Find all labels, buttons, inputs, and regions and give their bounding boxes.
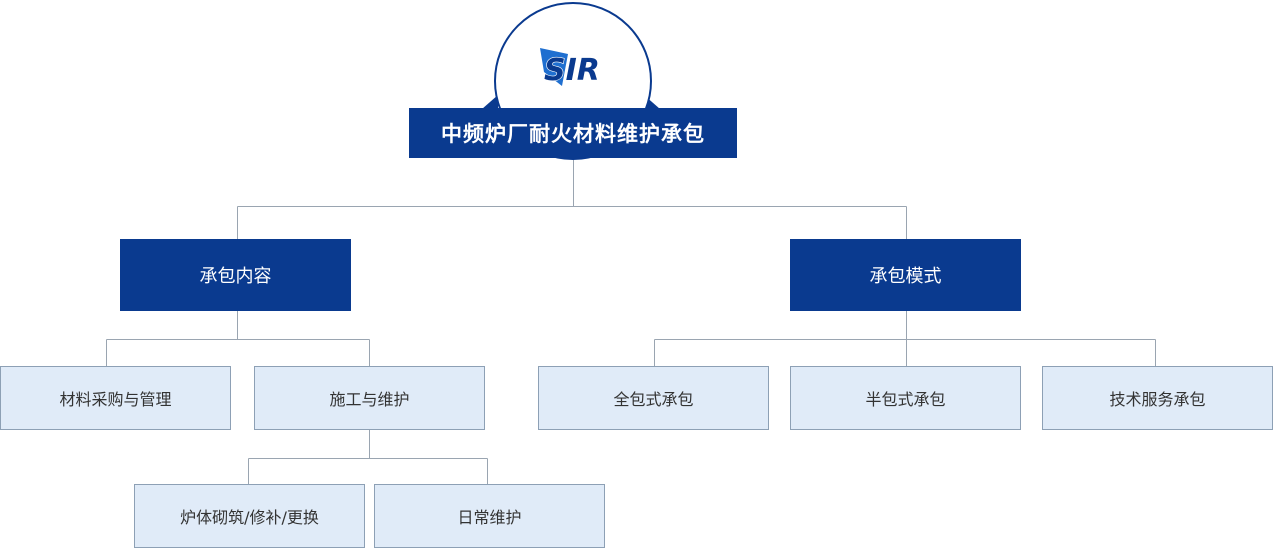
logo-mark-icon: [540, 48, 568, 86]
node-label: 半包式承包: [865, 390, 946, 409]
node-label: 全包式承包: [613, 390, 694, 409]
connector-construction: [248, 430, 488, 484]
connector-content: [106, 311, 370, 366]
root-label: 中频炉厂耐火材料维护承包: [441, 122, 705, 146]
root-node: 中频炉厂耐火材料维护承包: [409, 108, 737, 158]
node-label: 施工与维护: [329, 390, 410, 409]
node-label: 日常维护: [457, 508, 522, 527]
node-half-contract: 半包式承包: [790, 366, 1021, 430]
sir-logo: SIR: [540, 48, 600, 89]
connector-mode: [654, 311, 1156, 366]
node-furnace-masonry: 炉体砌筑/修补/更换: [134, 484, 365, 548]
branch-mode: 承包模式: [790, 239, 1021, 311]
branch-mode-label: 承包模式: [869, 266, 942, 287]
node-label: 炉体砌筑/修补/更换: [180, 508, 319, 527]
branch-content-label: 承包内容: [199, 266, 272, 287]
node-label: 材料采购与管理: [59, 390, 172, 409]
node-tech-service-contract: 技术服务承包: [1042, 366, 1273, 430]
node-label: 技术服务承包: [1109, 390, 1206, 409]
node-daily-maintenance: 日常维护: [374, 484, 605, 548]
branch-content: 承包内容: [120, 239, 351, 311]
logo-text: SIR: [544, 53, 600, 88]
node-construction-maintenance: 施工与维护: [254, 366, 485, 430]
node-full-contract: 全包式承包: [538, 366, 769, 430]
badge-tab-left: [482, 95, 498, 109]
node-material-procurement: 材料采购与管理: [0, 366, 231, 430]
connector-root: [237, 158, 907, 239]
